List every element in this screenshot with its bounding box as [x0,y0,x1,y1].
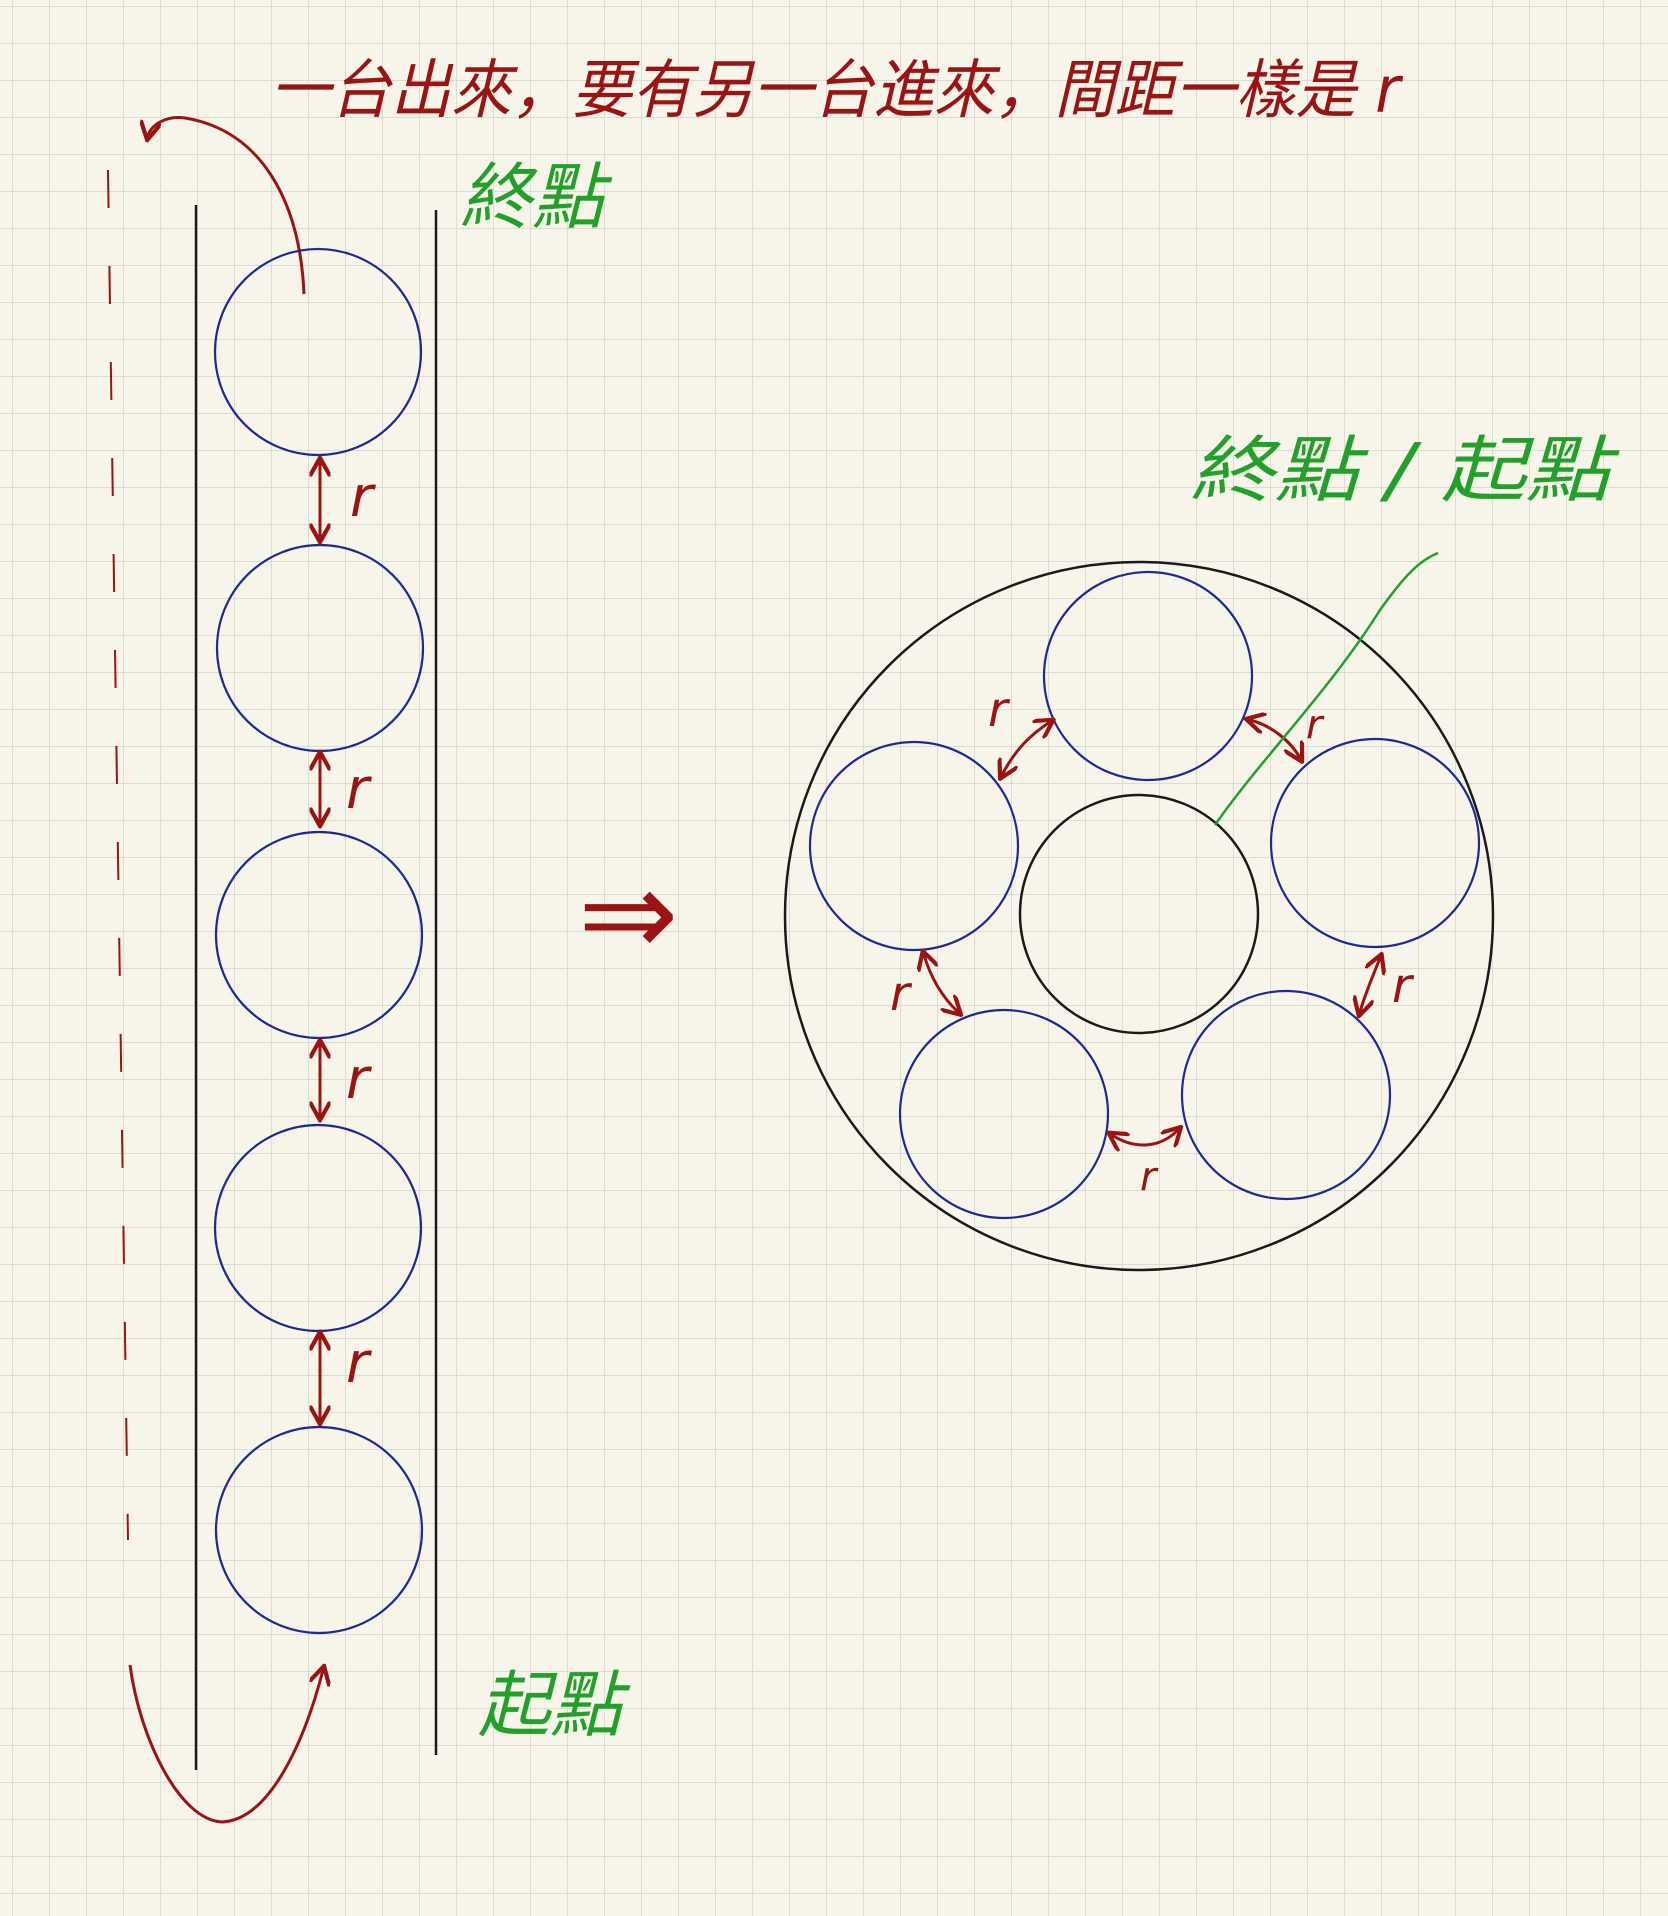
exit-curve-arrow [148,116,306,295]
car-circle-2 [215,543,425,753]
ring-car-bottom-left [898,1008,1110,1220]
car-circle-3 [214,830,424,1040]
car-circle-5 [214,1425,424,1635]
ring-car-top [1042,570,1254,782]
spacing-label-3: r [346,1047,372,1112]
start-point-label: 起點 [478,1663,631,1747]
ring-car-bottom-right [1180,989,1392,1201]
car-circle-1 [213,247,423,457]
end-point-label: 終點 [460,155,613,239]
ring-spacing-arrow-3 [1360,958,1380,1012]
ring-spacing-label-4: r [1140,1154,1159,1200]
ring-spacing-label-1: r [988,682,1011,738]
ring-car-right [1269,737,1481,949]
ring-spacing-arrow-1 [1002,722,1050,775]
spacing-label-1: r [350,465,376,530]
ring-label-leader [1213,551,1439,826]
title-note: 一台出來，要有另一台進來，間距一樣是 r [270,54,1403,128]
ring-endpoint-label: 終點 / 起點 [1190,428,1621,512]
spacing-label-2: r [346,757,372,822]
ring-spacing-label-5: r [890,966,913,1022]
inner-hub [1018,793,1260,1035]
enter-curve-arrow [128,1665,323,1824]
return-path-dashed [107,169,129,1541]
ring-spacing-arrow-2 [1250,720,1300,758]
outer-ring [783,560,1495,1272]
ring-car-left [808,740,1020,952]
ring-spacing-label-3: r [1392,958,1415,1014]
ring-spacing-arrow-5 [924,955,958,1012]
spacing-label-4: r [346,1331,372,1396]
ring-spacing-label-2: r [1306,702,1325,748]
transform-arrow-icon: ⇒ [578,845,679,984]
car-circle-4 [213,1123,423,1333]
ring-spacing-arrow-4 [1112,1130,1178,1145]
